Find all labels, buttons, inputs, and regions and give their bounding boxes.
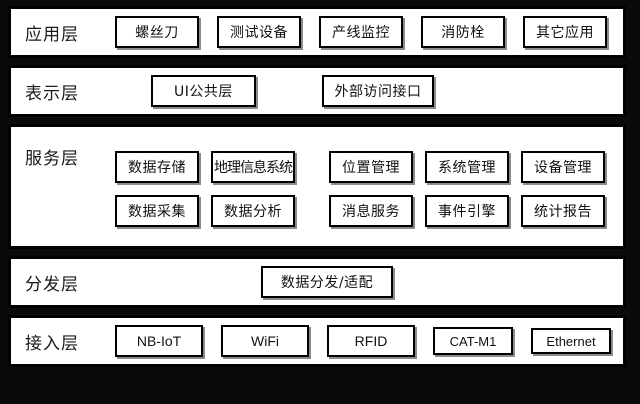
module-group-distribution: 数据分发/适配 bbox=[115, 259, 623, 305]
module-row: 数据采集 数据分析 消息服务 事件引擎 统计报告 bbox=[115, 189, 623, 233]
module-group-presentation: UI公共层 外部访问接口 bbox=[115, 68, 623, 114]
module-box[interactable]: 事件引擎 bbox=[425, 194, 509, 227]
module-box[interactable]: 其它应用 bbox=[523, 16, 607, 48]
module-box[interactable]: 螺丝刀 bbox=[115, 16, 199, 48]
module-group-application: 螺丝刀 测试设备 产线监控 消防栓 其它应用 bbox=[115, 9, 623, 55]
layer-application: 应用层 螺丝刀 测试设备 产线监控 消防栓 其它应用 bbox=[8, 6, 626, 58]
module-box[interactable]: 位置管理 bbox=[329, 150, 413, 183]
layer-presentation: 表示层 UI公共层 外部访问接口 bbox=[8, 65, 626, 117]
module-box[interactable]: NB-IoT bbox=[115, 325, 203, 357]
module-box[interactable]: 消防栓 bbox=[421, 16, 505, 48]
module-box[interactable]: UI公共层 bbox=[151, 75, 256, 107]
module-box[interactable]: CAT-M1 bbox=[433, 327, 513, 355]
layer-label-application: 应用层 bbox=[25, 24, 79, 45]
layer-distribution: 分发层 数据分发/适配 bbox=[8, 256, 626, 308]
module-box[interactable]: 数据分发/适配 bbox=[261, 266, 393, 298]
module-box[interactable]: 消息服务 bbox=[329, 194, 413, 227]
module-box[interactable]: 产线监控 bbox=[319, 16, 403, 48]
layer-label-access: 接入层 bbox=[25, 333, 79, 354]
module-box[interactable]: 地理信息系统 bbox=[211, 150, 295, 183]
module-box[interactable]: 数据分析 bbox=[211, 194, 295, 227]
module-row: 数据存储 地理信息系统 位置管理 系统管理 设备管理 bbox=[115, 145, 623, 189]
layer-access: 接入层 NB-IoT WiFi RFID CAT-M1 Ethernet bbox=[8, 315, 626, 367]
module-box[interactable]: 统计报告 bbox=[521, 194, 605, 227]
module-box[interactable]: RFID bbox=[327, 325, 415, 357]
layer-label-distribution: 分发层 bbox=[25, 274, 79, 295]
module-box[interactable]: 外部访问接口 bbox=[322, 75, 434, 107]
layer-label-presentation: 表示层 bbox=[25, 83, 79, 104]
module-box[interactable]: 数据采集 bbox=[115, 194, 199, 227]
module-box[interactable]: WiFi bbox=[221, 325, 309, 357]
module-group-access: NB-IoT WiFi RFID CAT-M1 Ethernet bbox=[115, 318, 623, 364]
module-box[interactable]: 测试设备 bbox=[217, 16, 301, 48]
module-box[interactable]: 系统管理 bbox=[425, 150, 509, 183]
layer-label-service: 服务层 bbox=[25, 149, 79, 169]
module-group-service: 数据存储 地理信息系统 位置管理 系统管理 设备管理 数据采集 数据分析 消息服… bbox=[115, 127, 623, 246]
module-box[interactable]: 设备管理 bbox=[521, 150, 605, 183]
layer-service: 服务层 数据存储 地理信息系统 位置管理 系统管理 设备管理 数据采集 数据分析… bbox=[8, 124, 626, 249]
module-box[interactable]: 数据存储 bbox=[115, 150, 199, 183]
module-box[interactable]: Ethernet bbox=[531, 328, 611, 354]
